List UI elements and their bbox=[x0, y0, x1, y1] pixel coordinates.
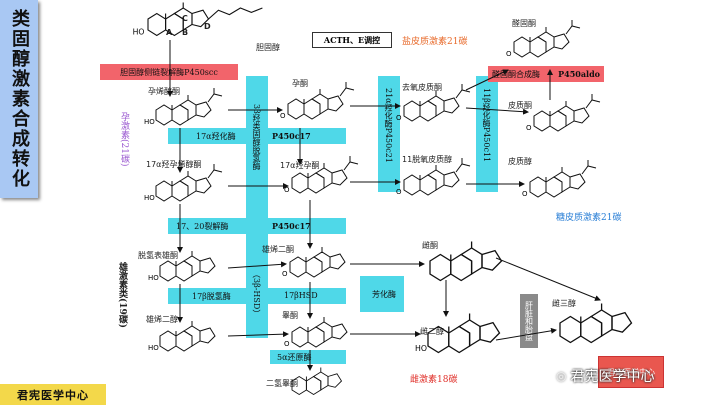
svg-text:HO: HO bbox=[133, 27, 145, 36]
estriol-label: 雌三醇 bbox=[552, 299, 576, 308]
footer-logo-text: 君宪医学中心 bbox=[17, 388, 89, 402]
progestins-category: 孕激素(21碳) bbox=[119, 112, 129, 167]
deoxycorticosterone-label: 去氧皮质酮 bbox=[402, 83, 442, 92]
androstenedione-label: 雄烯二酮 bbox=[262, 245, 294, 254]
deoxycortisol-label: 11脱氧皮质醇 bbox=[402, 155, 453, 164]
ring-c-label: C bbox=[182, 14, 188, 23]
scc-enzyme-box: 胆固醇侧链裂解酶P450scc bbox=[100, 64, 238, 80]
estrone-label: 雌酮 bbox=[422, 241, 438, 250]
svg-text:HO: HO bbox=[148, 274, 159, 282]
deoxycorticosterone-structure: O bbox=[396, 83, 471, 122]
testosterone-label: 睾酮 bbox=[282, 311, 298, 320]
hsd3b-label: 3β羟类固醇脱氢酶 bbox=[252, 104, 261, 170]
cortisol-label: 皮质醇 bbox=[508, 157, 532, 166]
testosterone-structure: O bbox=[284, 316, 348, 348]
dhea-label: 脱氢表雄酮 bbox=[138, 251, 178, 260]
aromatase-label: 芳化酶 bbox=[372, 290, 396, 299]
svg-text:O: O bbox=[284, 340, 290, 348]
band-reductase bbox=[270, 350, 346, 364]
androstenediol-structure: HO bbox=[148, 320, 216, 352]
svg-text:O: O bbox=[282, 270, 288, 278]
androstenedione-structure: O bbox=[282, 246, 346, 278]
progesterone-label: 孕酮 bbox=[292, 79, 308, 88]
band-c21 bbox=[378, 76, 400, 192]
acth-box: ACTH、E调控 bbox=[312, 32, 392, 48]
cortisol-structure: O bbox=[522, 159, 597, 198]
estradiol-label: 雌二醇 bbox=[420, 327, 444, 336]
oh17-pregnenolone-label: 17α羟孕烯醇酮 bbox=[146, 160, 202, 169]
svg-text:HO: HO bbox=[144, 194, 155, 202]
oh17-pregnenolone-structure: HO bbox=[144, 163, 223, 202]
hsd17b-label: 17β脱氢酶 bbox=[192, 292, 231, 301]
corticosterone-structure: O bbox=[526, 93, 601, 132]
diagram-title: 类固醇激素合成转化 bbox=[9, 9, 30, 189]
dht-structure bbox=[291, 367, 342, 395]
oh17-progesterone-label: 17α羟孕酮 bbox=[280, 161, 320, 170]
svg-text:O: O bbox=[526, 124, 532, 132]
pregnenolone-structure: HO bbox=[144, 87, 223, 126]
aldo-enzyme-code: P450aldo bbox=[558, 69, 600, 79]
deoxycortisol-structure: O bbox=[396, 157, 471, 196]
reductase-label: 5α还原酶 bbox=[277, 353, 312, 362]
p450c17-bottom-label: P450c17 bbox=[272, 221, 311, 231]
pathway-arrows bbox=[167, 40, 601, 371]
cholesterol-label: 胆固醇 bbox=[256, 43, 280, 52]
ring-b-label: B bbox=[182, 28, 189, 37]
svg-text:O: O bbox=[280, 112, 286, 120]
cholesterol-structure: HO bbox=[133, 1, 263, 36]
estradiol-structure: HO bbox=[415, 312, 501, 353]
estrogens-category: 雌激素18碳 bbox=[410, 375, 458, 385]
stamp-box: 君宪医学中心 bbox=[598, 356, 664, 388]
liver-label: 肝脏和胎盘 bbox=[524, 301, 534, 341]
estrone-structure bbox=[429, 240, 503, 282]
androstenediol-label: 雄烯二醇 bbox=[146, 315, 178, 324]
pregnenolone-label: 孕烯醇酮 bbox=[148, 87, 180, 96]
p450c17-top-label: P450c17 bbox=[272, 131, 311, 141]
band-lyase bbox=[168, 218, 346, 234]
androgens-category: 雄激素类(19碳) bbox=[117, 262, 127, 329]
aldo-enzyme-label: 醛固酮合成酶 bbox=[492, 69, 540, 79]
band-hsd17b bbox=[168, 288, 346, 304]
aldosterone-structure: O bbox=[506, 19, 581, 58]
band-c17a bbox=[168, 128, 346, 144]
mineralocorticoids-category: 盐皮质激素21碳 bbox=[402, 37, 468, 47]
svg-text:O: O bbox=[506, 50, 512, 58]
lyase-label: 17、20裂解酶 bbox=[176, 222, 229, 231]
oh17-progesterone-structure: O bbox=[284, 155, 359, 194]
band-c11 bbox=[476, 76, 498, 192]
scc-enzyme-label: 胆固醇侧链裂解酶P450scc bbox=[120, 67, 218, 77]
ring-d-label: D bbox=[204, 22, 211, 31]
aldo-enzyme-box: 醛固酮合成酶 P450aldo bbox=[488, 66, 604, 82]
aldosterone-label: 醛固酮 bbox=[512, 19, 536, 28]
dhea-structure: HO bbox=[148, 250, 216, 282]
c17a-label: 17α羟化酶 bbox=[196, 132, 236, 141]
c21-label: 21α羟化酶P450c21 bbox=[384, 88, 393, 163]
hsd17b-abbr-label: 17βHSD bbox=[284, 291, 318, 300]
dht-label: 二氢睾酮 bbox=[266, 379, 298, 388]
estriol-structure bbox=[559, 302, 633, 344]
progesterone-structure: O bbox=[280, 81, 355, 120]
acth-label: ACTH、E调控 bbox=[323, 34, 381, 45]
svg-text:O: O bbox=[396, 188, 402, 196]
hsd3b-short-label: （3β-HSD） bbox=[252, 270, 261, 318]
watermark-text: 君宪医学中心 bbox=[570, 369, 655, 385]
footer-logo-box: 君宪医学中心 bbox=[0, 384, 106, 405]
svg-text:HO: HO bbox=[148, 344, 159, 352]
wechat-watermark: ◎ 君宪医学中心 bbox=[556, 366, 654, 386]
wechat-icon: ◎ bbox=[556, 369, 567, 383]
band-aromatase bbox=[360, 276, 404, 312]
corticosterone-label: 皮质酮 bbox=[508, 101, 532, 110]
svg-text:HO: HO bbox=[144, 118, 155, 126]
svg-text:O: O bbox=[522, 190, 528, 198]
c11-label: 11β羟化酶P450c11 bbox=[482, 88, 491, 163]
svg-text:HO: HO bbox=[415, 344, 427, 353]
glucocorticoids-category: 糖皮质激素21碳 bbox=[556, 213, 622, 223]
title-panel: 类固醇激素合成转化 bbox=[0, 0, 38, 198]
svg-text:O: O bbox=[396, 114, 402, 122]
svg-text:O: O bbox=[284, 186, 290, 194]
stamp-text: 君宪医学中心 bbox=[607, 367, 655, 377]
liver-box: 肝脏和胎盘 bbox=[520, 294, 538, 348]
